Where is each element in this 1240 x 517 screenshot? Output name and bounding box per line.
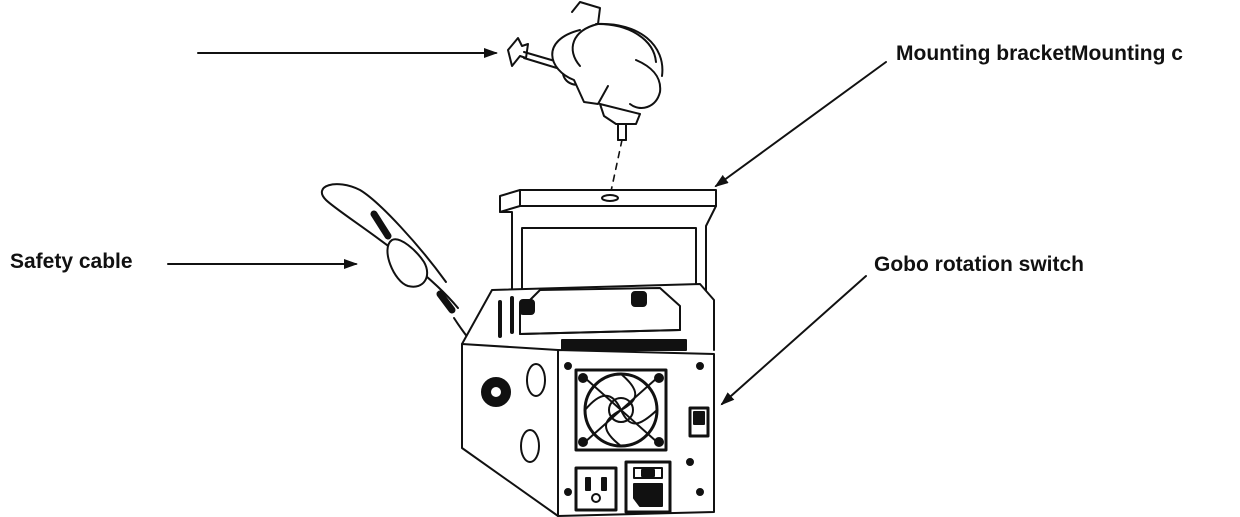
leader-gobo-arrow <box>720 275 867 406</box>
power-inlet-icon <box>624 460 672 514</box>
safety-cable-callout: Safety cable <box>10 250 133 273</box>
fan-icon <box>574 368 668 452</box>
mounting-callout: Mounting bracketMounting c <box>896 42 1183 65</box>
gobo-switch-callout: Gobo rotation switch <box>874 253 1084 276</box>
safety-cable <box>320 183 497 373</box>
mounting-bracket <box>499 189 717 327</box>
fixture-top <box>461 283 715 351</box>
leader-bracket-arrow <box>714 61 887 188</box>
mounting-clamp <box>507 1 664 197</box>
power-outlet-icon <box>574 466 618 512</box>
rocker-switch-icon <box>688 406 710 438</box>
